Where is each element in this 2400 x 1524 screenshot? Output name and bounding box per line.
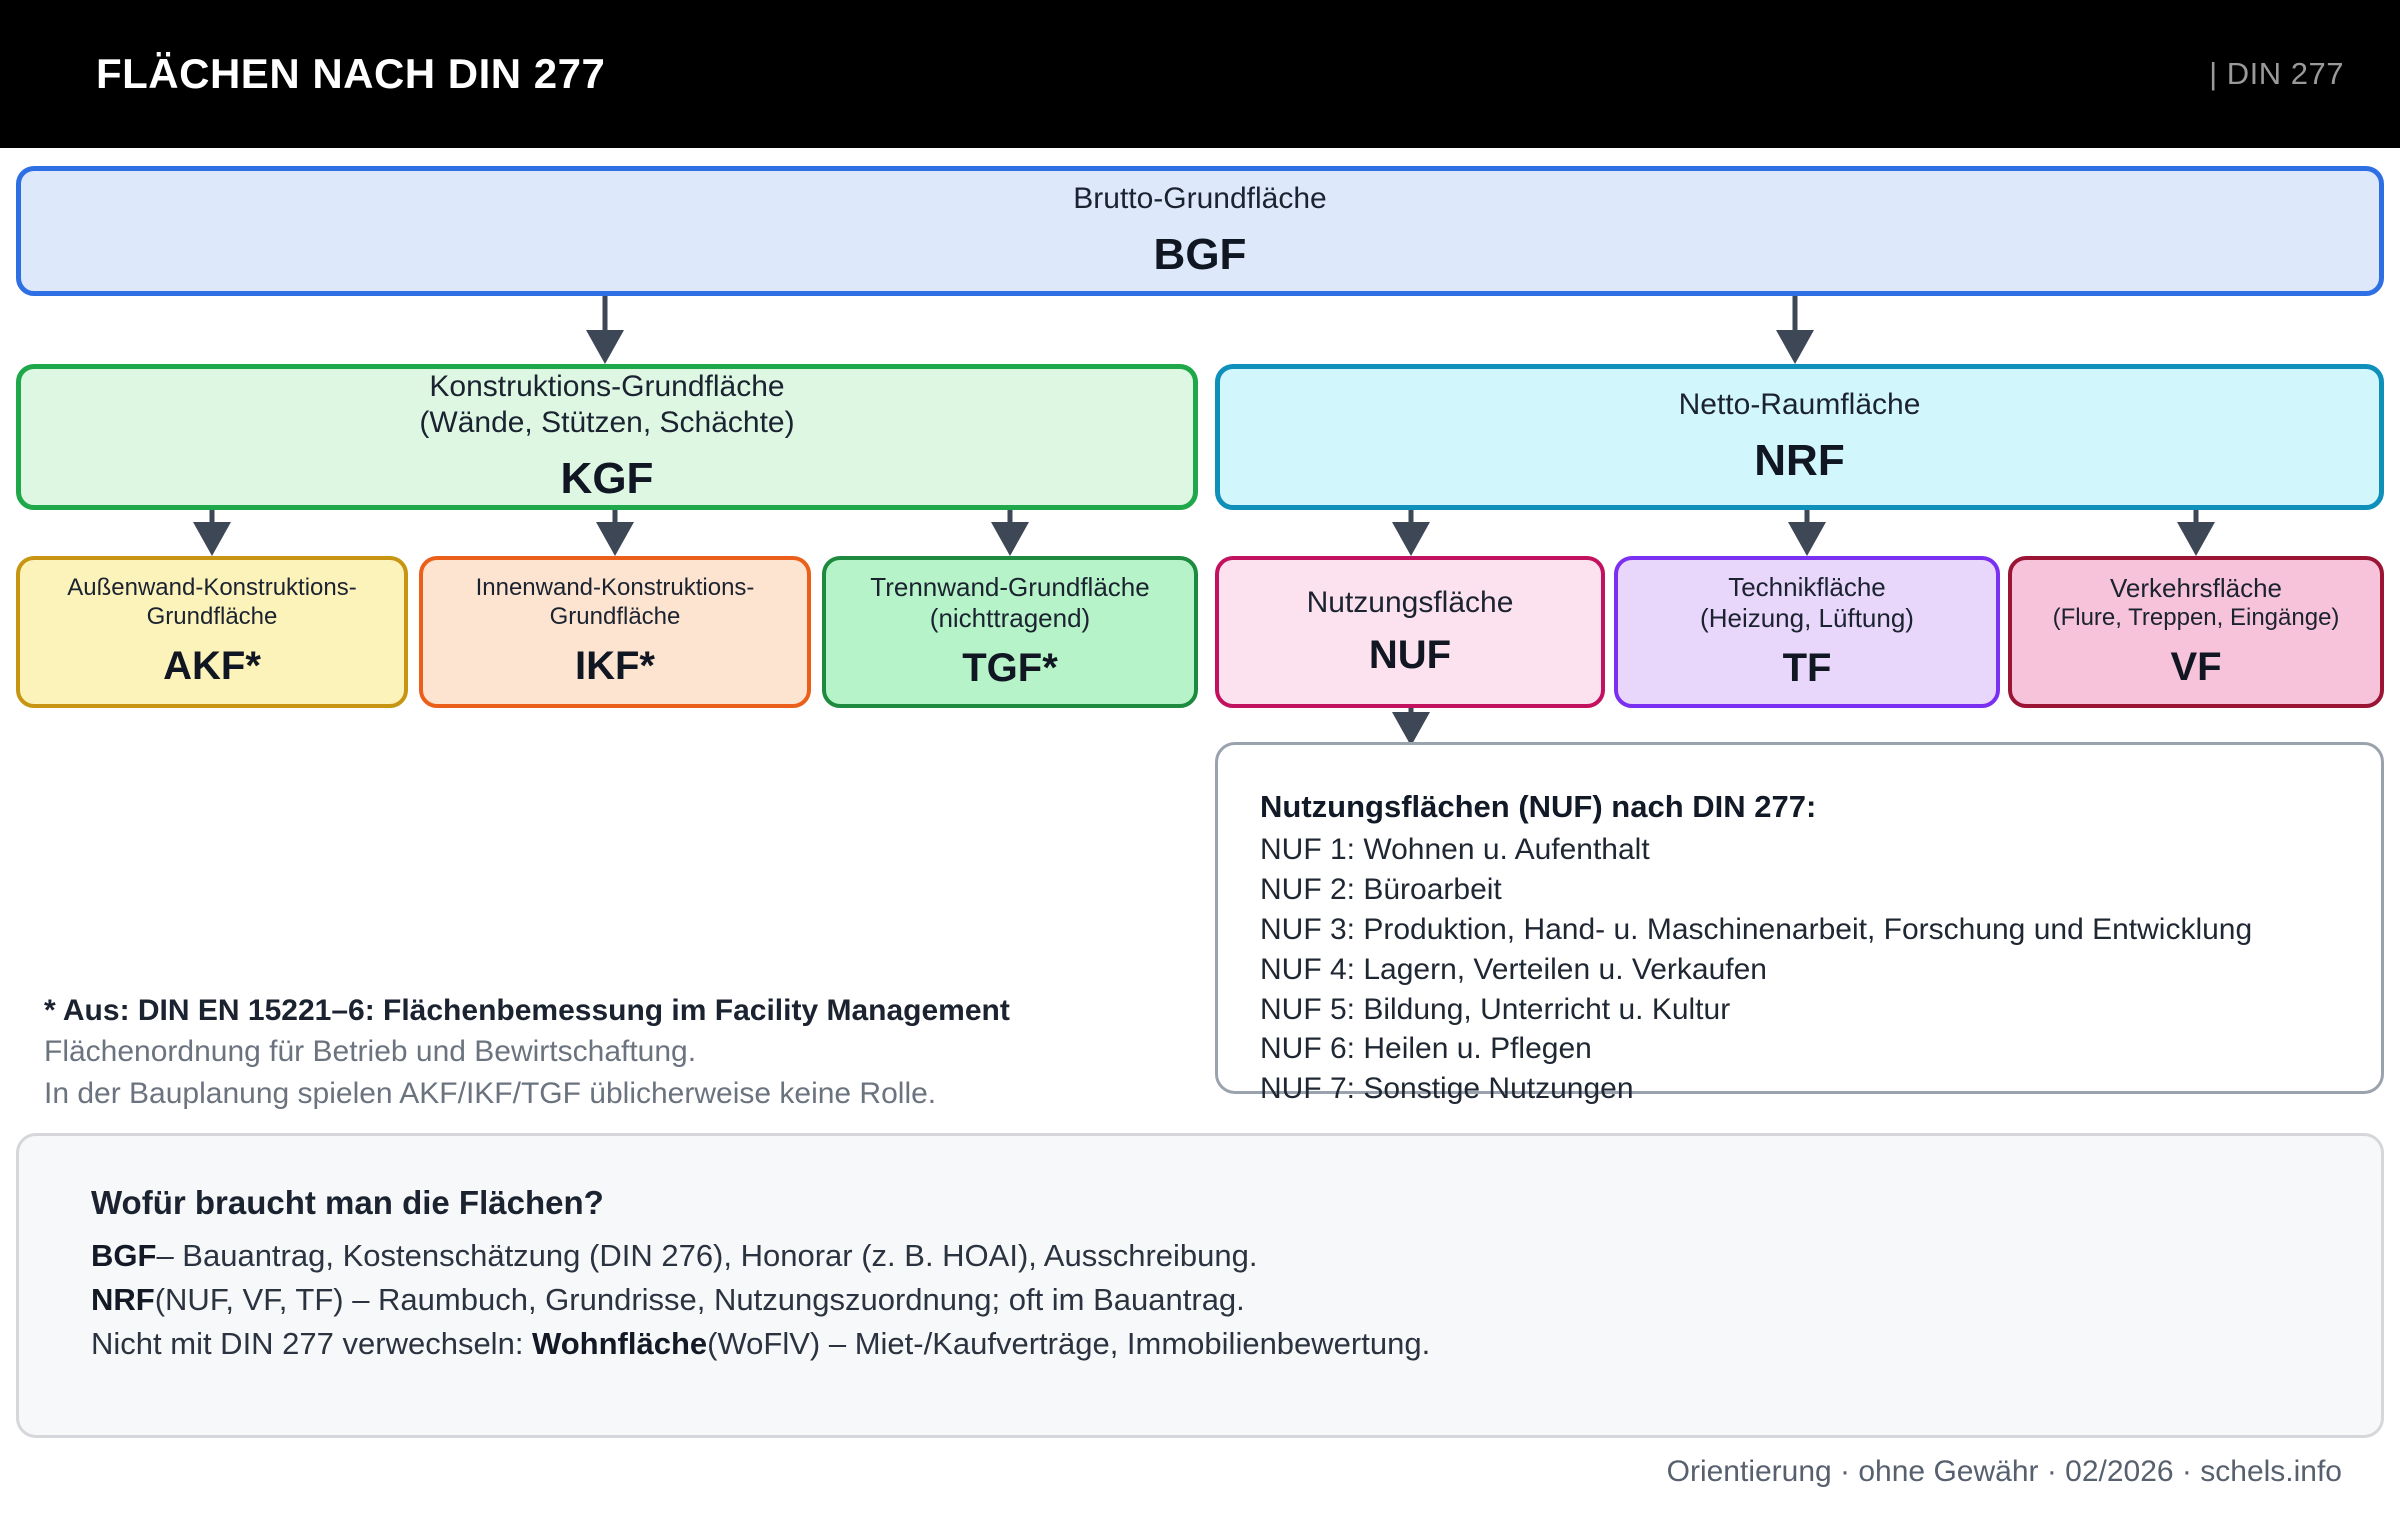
box-vf-caption-line2: (Flure, Treppen, Eingänge) xyxy=(2052,604,2340,632)
box-ikf-abbr: IKF* xyxy=(575,643,655,688)
box-tgf-abbr: TGF* xyxy=(962,646,1058,691)
box-tgf-caption-line1: Trennwand-Grundfläche xyxy=(870,571,1150,602)
arrow-bgf-to-kgf xyxy=(585,296,625,364)
header-standard-label: | DIN 277 xyxy=(2209,56,2344,91)
box-akf-caption-line1: Außenwand-Konstruktions- xyxy=(67,574,357,602)
usage-row-wohnflaeche-prefix: Nicht mit DIN 277 verwechseln: xyxy=(91,1326,533,1362)
page-title: FLÄCHEN NACH DIN 277 xyxy=(96,50,606,97)
list-item: NUF 5: Bildung, Unterricht u. Kultur xyxy=(1260,992,1731,1026)
box-akf[interactable]: Außenwand-Konstruktions- Grundfläche AKF… xyxy=(16,556,408,708)
usage-row-wohnflaeche: Nicht mit DIN 277 verwechseln: Wohnfläch… xyxy=(91,1322,2381,1366)
arrow-nrf-to-vf xyxy=(2176,510,2216,556)
box-ikf[interactable]: Innenwand-Konstruktions- Grundfläche IKF… xyxy=(419,556,811,708)
usage-row-wohnflaeche-text: (WoFlV) – Miet-/Kaufverträge, Immobilien… xyxy=(707,1326,1431,1362)
box-ikf-caption-line2: Grundfläche xyxy=(549,603,681,630)
box-akf-abbr: AKF* xyxy=(163,643,261,688)
box-tf-caption-line1: Technikfläche xyxy=(1728,571,1886,602)
box-bgf[interactable]: Brutto-Grundfläche BGF xyxy=(16,166,2384,296)
box-vf-abbr: VF xyxy=(2170,644,2222,689)
arrow-kgf-to-tgf xyxy=(990,510,1030,556)
box-akf-caption-line2: Grundfläche xyxy=(146,603,278,630)
page-header: FLÄCHEN NACH DIN 277 | DIN 277 xyxy=(0,0,2400,148)
arrow-bgf-to-nrf xyxy=(1775,296,1815,364)
list-item: NUF 2: Büroarbeit xyxy=(1260,872,1502,906)
box-nuf-abbr: NUF xyxy=(1368,633,1452,677)
box-vf-caption-line1: Verkehrsfläche xyxy=(2110,573,2282,603)
list-item: NUF 6: Heilen u. Pflegen xyxy=(1260,1032,1592,1066)
arrow-kgf-to-akf xyxy=(192,510,232,556)
nuf-panel-heading: Nutzungsflächen (NUF) nach DIN 277: xyxy=(1260,789,1817,824)
nuf-panel-list: NUF 1: Wohnen u. Aufenthalt NUF 2: Büroa… xyxy=(1260,830,2381,1109)
list-item: NUF 3: Produktion, Hand- u. Maschinenarb… xyxy=(1260,912,2253,946)
usage-row-bgf-abbr: BGF xyxy=(91,1238,157,1273)
box-tf-abbr: TF xyxy=(1782,646,1832,691)
arrow-kgf-to-ikf xyxy=(595,510,635,556)
box-nuf[interactable]: Nutzungsfläche NUF xyxy=(1215,556,1605,708)
box-nrf[interactable]: Netto-Raumfläche NRF xyxy=(1215,364,2384,510)
list-item: NUF 7: Sonstige Nutzungen xyxy=(1260,1072,1634,1106)
box-nrf-abbr: NRF xyxy=(1754,435,1845,485)
box-tgf[interactable]: Trennwand-Grundfläche (nichttragend) TGF… xyxy=(822,556,1198,708)
box-nrf-caption: Netto-Raumfläche xyxy=(1678,387,1921,421)
box-tf-caption-line2: (Heizung, Lüftung) xyxy=(1700,603,1914,633)
usage-panel-title: Wofür braucht man die Flächen? xyxy=(91,1184,604,1221)
usage-row-wohnflaeche-abbr: Wohnfläche xyxy=(532,1326,708,1362)
usage-row-nrf: NRF(NUF, VF, TF) – Raumbuch, Grundrisse,… xyxy=(91,1278,2381,1322)
box-kgf-abbr: KGF xyxy=(560,453,654,503)
footnote-line-2: Flächenordnung für Betrieb und Bewirtsch… xyxy=(44,1035,697,1069)
arrow-nrf-to-nuf xyxy=(1391,510,1431,556)
box-tf[interactable]: Technikfläche (Heizung, Lüftung) TF xyxy=(1614,556,2000,708)
arrow-nuf-to-nuf-panel xyxy=(1391,708,1431,746)
arrow-nrf-to-tf xyxy=(1787,510,1827,556)
box-kgf[interactable]: Konstruktions-Grundfläche (Wände, Stütze… xyxy=(16,364,1198,510)
usage-panel: Wofür braucht man die Flächen? BGF– Baua… xyxy=(16,1133,2384,1438)
list-item: NUF 1: Wohnen u. Aufenthalt xyxy=(1260,833,1650,866)
usage-row-nrf-text: (NUF, VF, TF) – Raumbuch, Grundrisse, Nu… xyxy=(154,1282,1245,1318)
usage-row-bgf-text: – Bauantrag, Kostenschätzung (DIN 276), … xyxy=(156,1238,1258,1273)
box-kgf-caption-line2: (Wände, Stützen, Schächte) xyxy=(419,405,795,439)
box-vf[interactable]: Verkehrsfläche (Flure, Treppen, Eingänge… xyxy=(2008,556,2384,708)
box-nuf-caption: Nutzungsfläche xyxy=(1306,586,1514,619)
list-item: NUF 4: Lagern, Verteilen u. Verkaufen xyxy=(1260,952,1767,986)
footnote-block: * Aus: DIN EN 15221–6: Flächenbemessung … xyxy=(44,990,1144,1114)
box-kgf-caption-line1: Konstruktions-Grundfläche xyxy=(429,369,785,403)
footer-disclaimer: Orientierung · ohne Gewähr · 02/2026 · s… xyxy=(1666,1455,2342,1488)
box-ikf-caption-line1: Innenwand-Konstruktions- xyxy=(475,574,755,602)
footnote-line-3: In der Bauplanung spielen AKF/IKF/TGF üb… xyxy=(44,1076,937,1110)
usage-row-bgf: BGF– Bauantrag, Kostenschätzung (DIN 276… xyxy=(91,1234,2381,1278)
box-tgf-caption-line2: (nichttragend) xyxy=(929,603,1091,633)
box-bgf-abbr: BGF xyxy=(1153,229,1247,279)
box-bgf-caption: Brutto-Grundfläche xyxy=(1073,181,1327,215)
usage-row-nrf-abbr: NRF xyxy=(91,1282,155,1318)
nuf-detail-panel: Nutzungsflächen (NUF) nach DIN 277: NUF … xyxy=(1215,742,2384,1105)
footnote-line-1: * Aus: DIN EN 15221–6: Flächenbemessung … xyxy=(44,994,1010,1027)
